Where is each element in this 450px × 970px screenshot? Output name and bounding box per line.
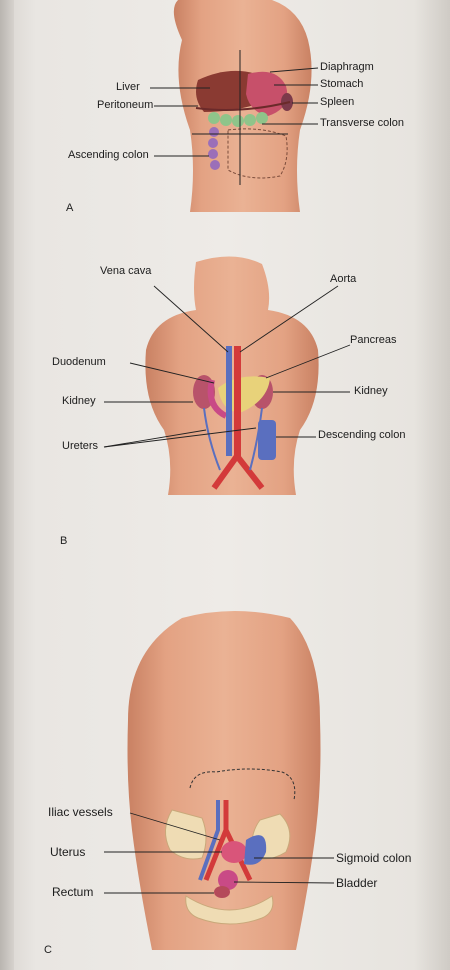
label-stomach: Stomach bbox=[320, 78, 363, 90]
panel-c-figure bbox=[104, 611, 334, 950]
aorta-b bbox=[234, 346, 241, 458]
rectum-c bbox=[214, 886, 230, 898]
label-rectum: Rectum bbox=[52, 885, 93, 899]
label-spleen: Spleen bbox=[320, 96, 354, 108]
panel-b-figure bbox=[104, 256, 350, 495]
label-pancreas: Pancreas bbox=[350, 334, 396, 346]
torso-c bbox=[128, 611, 321, 950]
label-vena-cava: Vena cava bbox=[100, 265, 151, 277]
panel-letter-b: B bbox=[60, 535, 67, 547]
label-aorta: Aorta bbox=[330, 273, 356, 285]
panel-letter-a: A bbox=[66, 202, 73, 214]
label-duodenum: Duodenum bbox=[52, 356, 106, 368]
label-ascending-colon: Ascending colon bbox=[68, 149, 149, 161]
label-transverse-colon: Transverse colon bbox=[320, 117, 404, 129]
descending-colon-b bbox=[258, 420, 276, 460]
label-descending-colon: Descending colon bbox=[318, 429, 405, 441]
label-bladder: Bladder bbox=[336, 876, 377, 890]
label-diaphragm: Diaphragm bbox=[320, 61, 374, 73]
label-kidney-right: Kidney bbox=[354, 385, 388, 397]
label-liver: Liver bbox=[116, 81, 140, 93]
vena-cava-b bbox=[226, 346, 232, 456]
label-sigmoid-colon: Sigmoid colon bbox=[336, 851, 411, 865]
label-ureters: Ureters bbox=[62, 440, 98, 452]
label-kidney-left: Kidney bbox=[62, 395, 96, 407]
uterus-c bbox=[221, 841, 247, 863]
panel-letter-c: C bbox=[44, 944, 52, 956]
panel-a-figure bbox=[150, 0, 318, 212]
label-peritoneum: Peritoneum bbox=[97, 99, 153, 111]
label-iliac-vessels: Iliac vessels bbox=[48, 805, 113, 819]
label-uterus: Uterus bbox=[50, 845, 85, 859]
